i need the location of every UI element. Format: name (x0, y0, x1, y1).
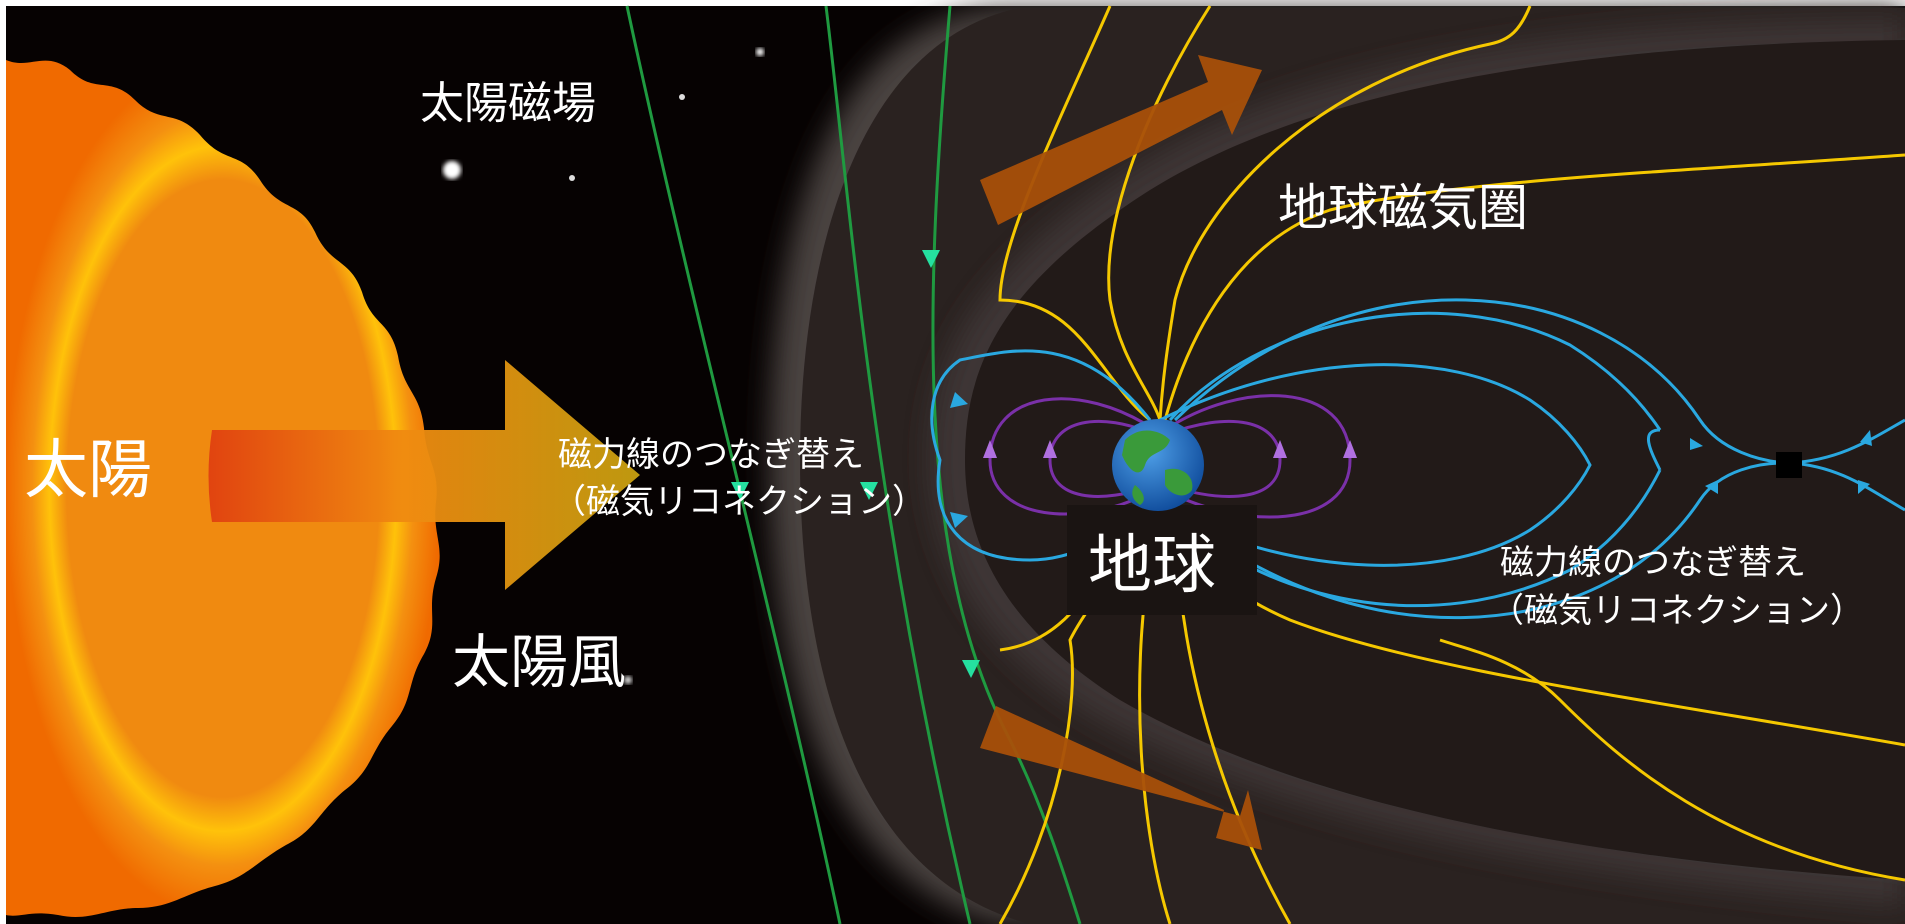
imf-line (625, 5, 842, 924)
closed-field-arrows (950, 392, 1872, 528)
yellow-field-line (998, 5, 1151, 422)
x-point-marker-icon (1776, 452, 1802, 478)
imf-line (931, 5, 1082, 924)
inner-field-arrows (983, 440, 1357, 458)
flow-arrow-top (980, 55, 1262, 225)
reconnection-day-line1: 磁力線のつなぎ替え (558, 435, 864, 475)
imf-direction-arrows (731, 250, 980, 678)
imf-lines (625, 5, 1082, 924)
earth-label: 地球 (1088, 529, 1216, 603)
reconnection-tail-line1: 磁力線のつなぎ替え (1500, 543, 1806, 583)
sun-label: 太陽 (24, 434, 152, 508)
star-icon (569, 175, 575, 181)
stars (443, 48, 764, 684)
magnetosphere-body (965, 40, 1905, 880)
star-icon (624, 676, 632, 684)
star-icon (679, 94, 685, 100)
magnetosphere-label: 地球磁気圏 (1278, 179, 1528, 237)
star-icon (756, 48, 764, 56)
reconnection-day-line2: （磁気リコネクション） (552, 482, 926, 522)
solar-wind-label: 太陽風 (452, 628, 626, 696)
earth-icon (1112, 419, 1204, 511)
solar-wind-arrow (208, 360, 640, 590)
imf-line (824, 5, 972, 924)
flow-arrow-bottom (980, 706, 1262, 850)
blue-field-line (930, 349, 1152, 562)
star-icon (443, 161, 461, 179)
solar-magnetic-field-label: 太陽磁場 (420, 78, 596, 129)
reconnection-tail-line2: （磁気リコネクション） (1490, 591, 1864, 631)
earth-label-bg (1067, 505, 1257, 615)
